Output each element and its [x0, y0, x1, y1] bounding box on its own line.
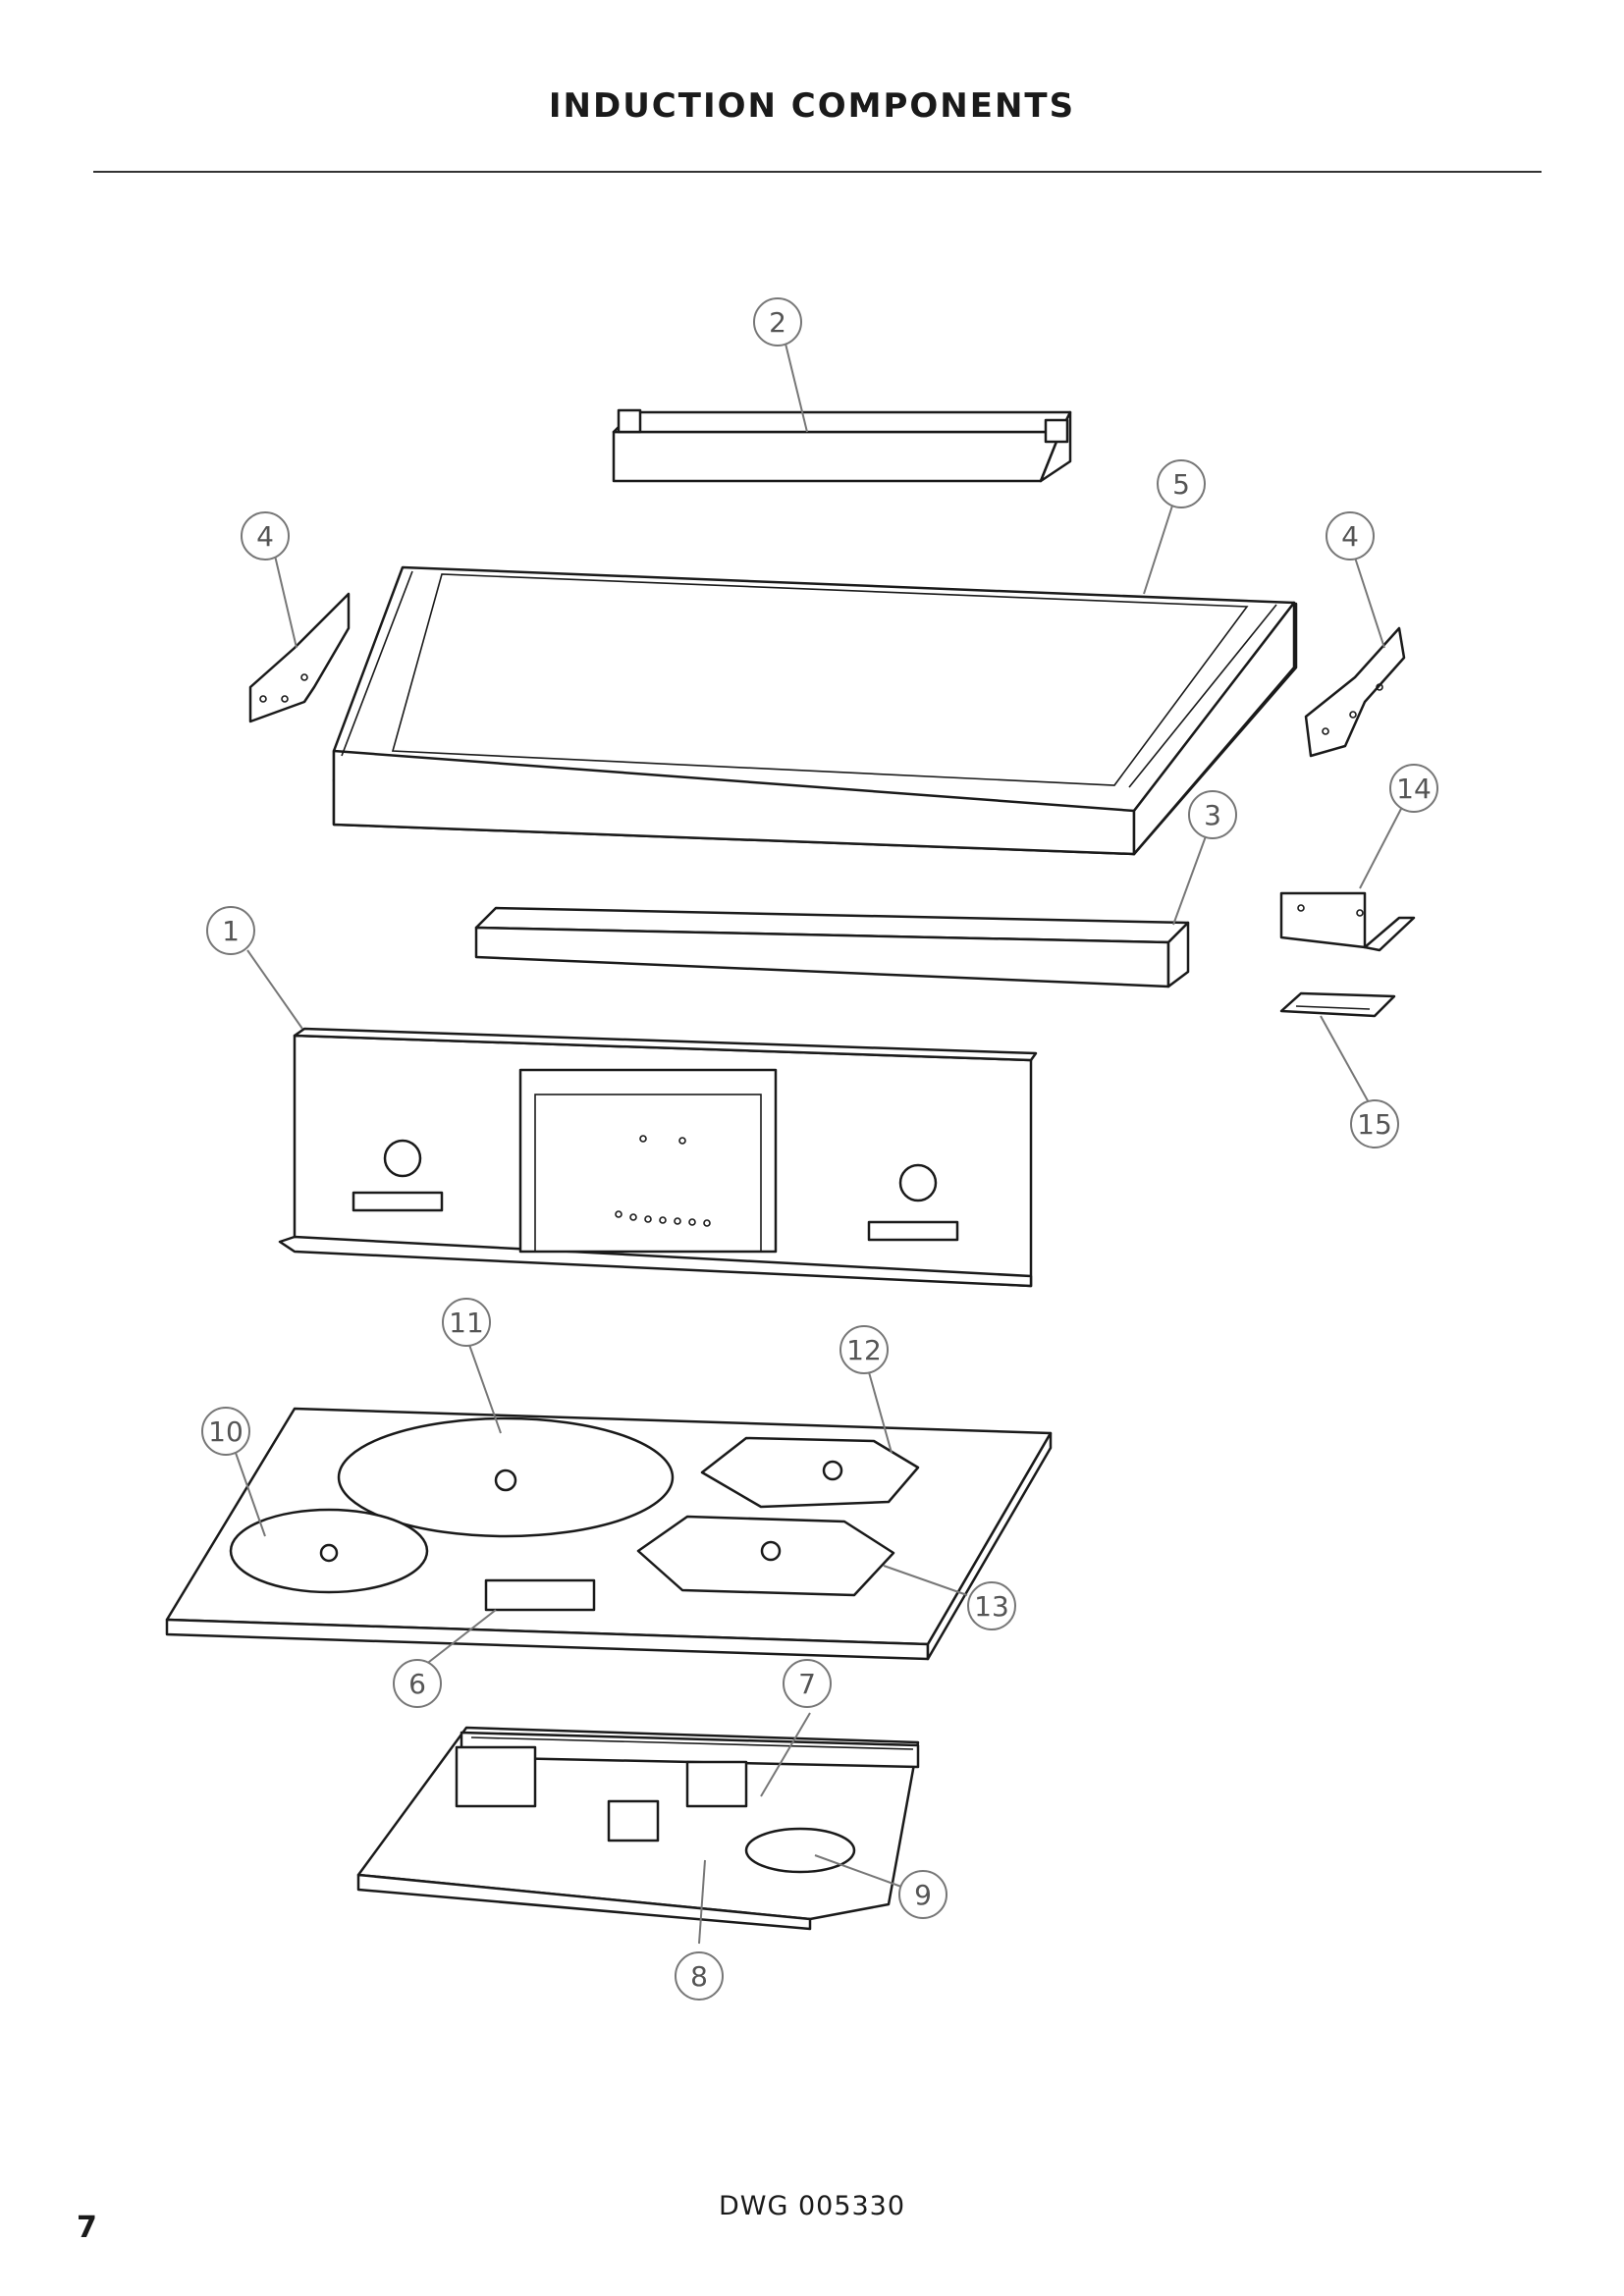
callout-11: 11: [442, 1298, 491, 1347]
part-power-board: [356, 1726, 920, 1931]
part-14-small-bracket: [1279, 891, 1416, 952]
callout-12: 12: [839, 1325, 889, 1374]
callout-7: 7: [783, 1659, 832, 1708]
title-divider: [93, 171, 1542, 173]
svg-text:15: 15: [1357, 1108, 1392, 1141]
callout-10: 10: [201, 1407, 250, 1456]
part-3-front-trim: [474, 906, 1190, 988]
callout-4-left: 4: [241, 511, 290, 561]
callout-3: 3: [1188, 790, 1237, 839]
svg-text:14: 14: [1396, 773, 1432, 805]
svg-text:8: 8: [690, 1960, 708, 1993]
svg-text:12: 12: [846, 1334, 882, 1366]
callout-5: 5: [1157, 459, 1206, 508]
callout-15: 15: [1350, 1099, 1399, 1148]
part-2-rear-bracket: [612, 408, 1072, 483]
svg-text:4: 4: [256, 520, 274, 553]
svg-text:2: 2: [769, 306, 786, 339]
part-4-right-side-bracket: [1304, 626, 1406, 758]
callout-4-right: 4: [1326, 511, 1375, 561]
svg-text:5: 5: [1172, 468, 1190, 501]
part-4-left-side-bracket: [248, 592, 351, 723]
callout-1: 1: [206, 906, 255, 955]
callout-2: 2: [753, 297, 802, 347]
callout-6: 6: [393, 1659, 442, 1708]
part-coil-plate: [165, 1407, 1053, 1661]
svg-text:3: 3: [1204, 799, 1221, 831]
callout-13: 13: [967, 1581, 1016, 1630]
leader-lines: [235, 343, 1403, 1945]
svg-text:11: 11: [449, 1307, 484, 1339]
svg-text:13: 13: [974, 1590, 1009, 1623]
svg-text:4: 4: [1341, 520, 1359, 553]
svg-text:10: 10: [208, 1415, 244, 1448]
callout-bubbles: 2 5 4 4 14 3 1 15: [201, 297, 1438, 2001]
callout-14: 14: [1389, 764, 1438, 813]
page-number: 7: [77, 2211, 97, 2245]
page-title: INDUCTION COMPONENTS: [548, 86, 1076, 126]
svg-text:6: 6: [408, 1668, 426, 1700]
part-15-small-board: [1279, 991, 1396, 1018]
svg-text:1: 1: [222, 915, 240, 947]
part-5-glass-top: [332, 565, 1298, 856]
part-1-chassis: [278, 1027, 1038, 1288]
svg-text:9: 9: [914, 1879, 932, 1911]
callout-9: 9: [898, 1870, 947, 1919]
callout-8: 8: [675, 1951, 724, 2001]
drawing-number: DWG 005330: [718, 2191, 906, 2221]
svg-text:7: 7: [798, 1668, 816, 1700]
